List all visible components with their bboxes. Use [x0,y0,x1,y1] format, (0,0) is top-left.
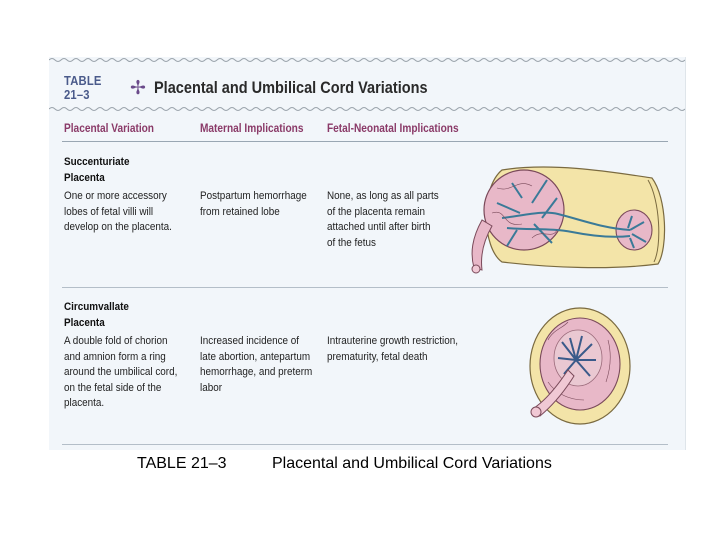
top-wavy-border [49,58,685,62]
row-variation-circumvallate: A double fold of chorion and amnion form… [64,335,178,409]
table-header: TABLE 21–3 ✢ Placental and Umbilical Cor… [64,74,465,102]
table-title: Placental and Umbilical Cord Variations [153,78,428,97]
caption-label: TABLE 21–3 [137,455,227,472]
table-number: TABLE 21–3 [64,74,102,102]
header-wavy-divider [49,107,685,111]
row-divider [62,287,668,288]
row-name-succenturiate: Succenturiate Placenta [64,156,130,184]
column-header-variation: Placental Variation [64,123,154,135]
column-header-maternal: Maternal Implications [200,123,304,135]
bottom-rule [62,444,668,445]
caption-text: Placental and Umbilical Cord Variations [272,455,552,472]
row-variation-succenturiate: One or more accessory lobes of fetal vil… [64,190,172,233]
row-fetal-succenturiate: None, as long as all parts of the placen… [327,190,439,249]
row-fetal-circumvallate: Intrauterine growth restriction, prematu… [327,335,458,363]
succenturiate-placenta-illustration [471,166,666,274]
row-maternal-circumvallate: Increased incidence of late abortion, an… [200,335,313,394]
column-header-fetal: Fetal-Neonatal Implications [327,123,459,135]
row-name-circumvallate: Circumvallate Placenta [64,301,129,329]
header-rule [62,141,668,142]
cross-icon: ✢ [130,77,146,99]
row-maternal-succenturiate: Postpartum hemorrhage from retained lobe [200,190,307,218]
circumvallate-placenta-illustration [529,307,631,425]
